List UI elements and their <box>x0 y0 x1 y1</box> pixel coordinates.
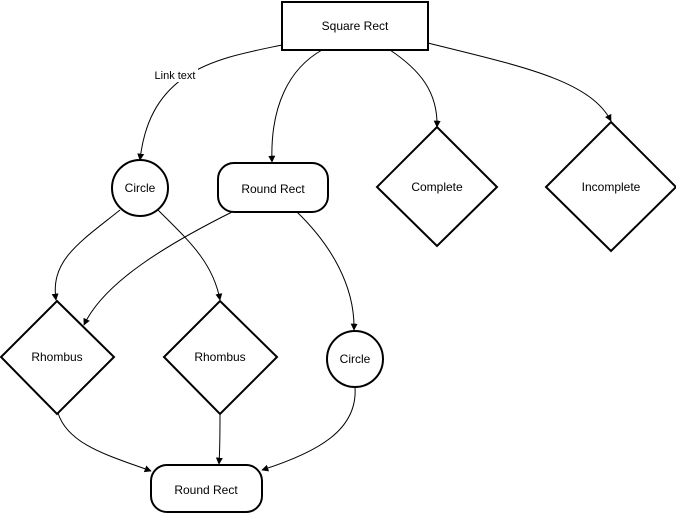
node-square-rect[interactable]: Square Rect <box>281 1 429 51</box>
node-round-rect-bottom[interactable]: Round Rect <box>150 464 263 513</box>
node-rhombus-left-label: Rhombus <box>31 350 82 364</box>
edge-roundrect-to-circle-bottom[interactable] <box>296 211 358 331</box>
node-rhombus-middle[interactable]: Rhombus <box>162 299 279 416</box>
edge-square-to-roundrect[interactable] <box>268 49 323 163</box>
node-circle-bottom-label: Circle <box>340 352 371 366</box>
edge-circle-bottom-to-roundrect-bottom[interactable] <box>261 386 356 472</box>
node-circle-top[interactable]: Circle <box>111 159 169 217</box>
edge-circle-to-rhombus-left[interactable] <box>51 209 121 301</box>
node-incomplete[interactable]: Incomplete <box>544 120 676 253</box>
node-complete[interactable]: Complete <box>375 125 499 248</box>
edge-rhombus-middle-to-roundrect-bottom[interactable] <box>215 413 223 465</box>
node-circle-top-label: Circle <box>125 181 156 195</box>
node-round-rect-top-label: Round Rect <box>241 182 305 196</box>
node-complete-label: Complete <box>411 180 463 194</box>
edge-square-to-incomplete[interactable] <box>427 42 612 122</box>
edge-rhombus-left-to-roundrect-bottom[interactable] <box>57 412 152 473</box>
node-round-rect-bottom-label: Round Rect <box>174 483 238 497</box>
edge-square-to-complete[interactable] <box>389 49 441 128</box>
node-square-rect-label: Square Rect <box>322 19 389 33</box>
edge-square-to-circle[interactable] <box>137 44 283 161</box>
edge-label-background <box>152 68 198 82</box>
edges <box>51 42 612 473</box>
edge-label-link-text: Link text <box>155 70 196 82</box>
node-rhombus-middle-label: Rhombus <box>194 350 245 364</box>
edge-circle-to-rhombus-middle[interactable] <box>157 209 223 301</box>
node-round-rect-top[interactable]: Round Rect <box>217 162 329 213</box>
node-circle-bottom[interactable]: Circle <box>326 330 384 388</box>
node-incomplete-label: Incomplete <box>582 180 641 194</box>
node-rhombus-left[interactable]: Rhombus <box>0 299 116 416</box>
edge-roundrect-to-rhombus-left[interactable] <box>83 211 233 326</box>
